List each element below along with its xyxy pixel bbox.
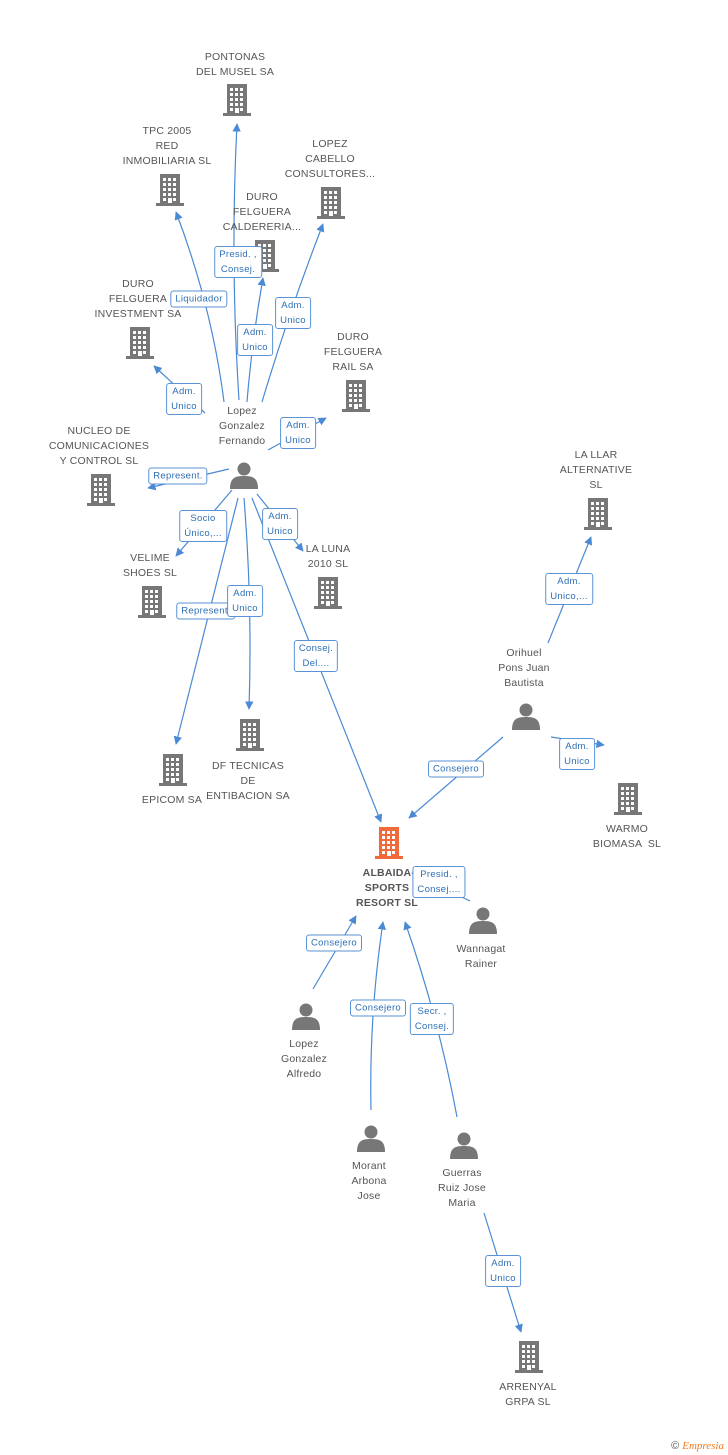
building-icon-epicom[interactable] — [159, 754, 187, 786]
edge-label-lopezalf-to-albaida[interactable]: Consejero — [305, 934, 363, 952]
edge-label-guerras-to-albaida[interactable]: Secr. , Consej. — [409, 1003, 455, 1035]
edge-label-guerras-to-arrenyal[interactable]: Adm. Unico — [485, 1255, 521, 1287]
building-icon-warmo[interactable] — [614, 783, 642, 815]
node-label-orihuel[interactable]: Orihuel Pons Juan Bautista — [498, 647, 550, 689]
building-icon-investment[interactable] — [126, 327, 154, 359]
node-label-warmo[interactable]: WARMO BIOMASA SL — [592, 823, 662, 850]
edge-label-lopezfer-to-laluna[interactable]: Adm. Unico — [262, 508, 298, 540]
edge-label-lopezfer-to-velime[interactable]: Socio Único,... — [179, 510, 227, 542]
node-label-tpc[interactable]: TPC 2005 RED INMOBILIARIA SL — [122, 125, 212, 167]
node-label-laluna[interactable]: LA LUNA 2010 SL — [305, 543, 351, 570]
edge-label-lopezfer-to-calderer[interactable]: Adm. Unico — [237, 324, 273, 356]
person-icon-lopezfer[interactable] — [230, 462, 258, 490]
node-label-velime[interactable]: VELIME SHOES SL — [122, 552, 178, 579]
edge-label-orihuel-to-albaida[interactable]: Consejero — [427, 760, 485, 778]
building-icon-tpc[interactable] — [156, 174, 184, 206]
person-icon-orihuel[interactable] — [512, 703, 540, 731]
building-icon-laluna[interactable] — [314, 577, 342, 609]
edge-label-lopezfer-to-pontonas[interactable]: Presid. , Consej. — [214, 246, 262, 278]
node-label-morant[interactable]: Morant Arbona Jose — [351, 1160, 387, 1202]
edge-label-lopezfer-to-albaida[interactable]: Consej. Del.... — [293, 640, 339, 672]
copyright-symbol: © — [671, 1440, 680, 1452]
edge-label-orihuel-to-warmo[interactable]: Adm. Unico — [559, 738, 595, 770]
node-label-calderer[interactable]: DURO FELGUERA CALDERERIA... — [222, 191, 302, 233]
edge-label-lopezfer-to-rail[interactable]: Adm. Unico — [280, 417, 316, 449]
person-icon-lopezalf[interactable] — [292, 1003, 320, 1031]
building-icon-rail[interactable] — [342, 380, 370, 412]
building-icon-nucleo[interactable] — [87, 474, 115, 506]
node-label-rail[interactable]: DURO FELGUERA RAIL SA — [323, 331, 383, 373]
person-icon-morant[interactable] — [357, 1125, 385, 1153]
node-label-wannagat[interactable]: Wannagat Rainer — [456, 943, 506, 970]
node-label-arrenyal[interactable]: ARRENYAL GRPA SL — [499, 1381, 557, 1408]
edge-label-wannagat-to-albaida[interactable]: Presid. , Consej.... — [412, 866, 466, 898]
node-label-lopezfer[interactable]: Lopez Gonzalez Fernando — [218, 405, 266, 447]
edge-label-lopezfer-to-investment[interactable]: Adm. Unico — [166, 383, 202, 415]
building-icon-velime[interactable] — [138, 586, 166, 618]
node-label-lopezcab[interactable]: LOPEZ CABELLO CONSULTORES... — [284, 138, 376, 180]
node-label-lallar[interactable]: LA LLAR ALTERNATIVE SL — [559, 449, 633, 491]
node-label-dftec[interactable]: DF TECNICAS DE ENTIBACION SA — [206, 760, 290, 802]
building-icon-pontonas[interactable] — [223, 84, 251, 116]
edge-label-morant-to-albaida[interactable]: Consejero — [349, 999, 407, 1017]
node-label-epicom[interactable]: EPICOM SA — [141, 794, 203, 806]
edge-lopezfer-to-epicom — [173, 497, 239, 745]
edge-orihuel-to-albaida — [408, 736, 504, 819]
node-label-investment[interactable]: DURO FELGUERA INVESTMENT SA — [94, 278, 182, 320]
node-label-nucleo[interactable]: NUCLEO DE COMUNICACIONES Y CONTROL SL — [48, 425, 150, 467]
node-label-pontonas[interactable]: PONTONAS DEL MUSEL SA — [195, 51, 275, 78]
building-icon-arrenyal[interactable] — [515, 1341, 543, 1373]
brand-logo[interactable]: Empresia — [682, 1440, 724, 1452]
edge-label-lopezfer-to-tpc[interactable]: Liquidador — [170, 290, 228, 308]
footer: © Empresia — [671, 1440, 724, 1452]
node-label-lopezalf[interactable]: Lopez Gonzalez Alfredo — [281, 1038, 327, 1080]
edge-lopezalf-to-albaida — [312, 915, 357, 990]
edge-label-lopezfer-to-nucleo[interactable]: Represent. — [148, 467, 208, 485]
building-icon-lallar[interactable] — [584, 498, 612, 530]
building-icon-albaida[interactable] — [375, 827, 403, 859]
node-label-guerras[interactable]: Guerras Ruiz Jose Maria — [438, 1167, 486, 1209]
building-icon-lopezcab[interactable] — [317, 187, 345, 219]
person-icon-wannagat[interactable] — [469, 907, 497, 935]
edge-label-lopezfer-to-lopezcab[interactable]: Adm. Unico — [275, 297, 311, 329]
person-icon-guerras[interactable] — [450, 1132, 478, 1160]
edge-label-orihuel-to-lallar[interactable]: Adm. Unico,... — [545, 573, 593, 605]
node-label-albaida[interactable]: ALBAIDA SPORTS RESORT SL — [356, 867, 418, 909]
building-icon-dftec[interactable] — [236, 719, 264, 751]
edge-label-lopezfer-to-dftec[interactable]: Adm. Unico — [227, 585, 263, 617]
